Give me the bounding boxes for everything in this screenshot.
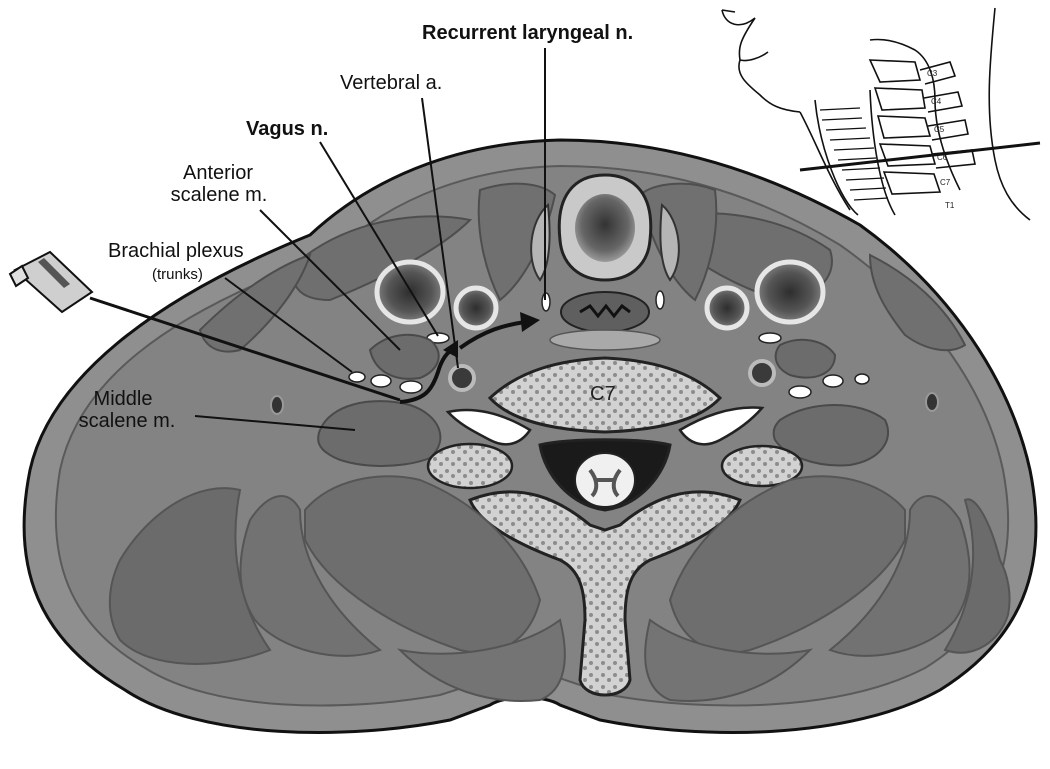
middle-scalene-left bbox=[317, 400, 442, 467]
external-jugular-left bbox=[270, 395, 284, 415]
strap-muscle-left bbox=[477, 182, 557, 302]
posterior-muscle-right-3 bbox=[943, 498, 1011, 654]
common-carotid-artery-left bbox=[453, 285, 499, 331]
posterior-muscle-right-4 bbox=[644, 618, 814, 702]
label-brachial-plexus: Brachial plexus bbox=[108, 240, 244, 262]
articular-process-right bbox=[720, 444, 804, 488]
brachial-plexus-trunk-3-left bbox=[399, 380, 423, 394]
c7-transverse-process-right bbox=[678, 406, 765, 446]
label-vertebral-artery: Vertebral a. bbox=[340, 72, 443, 94]
external-jugular-right bbox=[925, 392, 939, 412]
brachial-plexus-trunk-2-right bbox=[822, 374, 844, 388]
vertebral-artery-left bbox=[448, 364, 476, 392]
platysma-right bbox=[868, 253, 967, 352]
label-brachial-plexus-trunks: (trunks) bbox=[152, 266, 203, 283]
spinal-cord-grey-matter bbox=[588, 468, 622, 498]
needle bbox=[8, 250, 401, 402]
internal-jugular-vein-left bbox=[374, 259, 446, 325]
posterior-muscle-right-2 bbox=[828, 495, 971, 657]
brachial-plexus-trunk-1-right bbox=[788, 385, 812, 399]
posterior-muscle-left-1 bbox=[304, 475, 542, 654]
trachea-lumen bbox=[575, 194, 635, 262]
posterior-muscle-right-1 bbox=[668, 475, 906, 654]
vertebral-artery-right bbox=[748, 359, 776, 387]
label-anterior-scalene-line1: Anterior bbox=[182, 162, 254, 184]
sternocleidomastoid-left bbox=[293, 215, 473, 302]
brachial-plexus-trunk-1-left bbox=[348, 371, 366, 383]
esophagus bbox=[560, 291, 650, 333]
leader-lines bbox=[194, 48, 546, 431]
internal-jugular-vein-right bbox=[754, 259, 826, 325]
posterior-muscle-left-3 bbox=[108, 487, 272, 665]
label-c7-vertebra: C7 bbox=[590, 383, 616, 405]
recurrent-laryngeal-nerve-right bbox=[655, 290, 665, 310]
anterior-scalene-left bbox=[368, 333, 440, 380]
brachial-plexus-trunk-2-left bbox=[370, 374, 392, 388]
c7-transverse-process-left bbox=[445, 408, 532, 446]
arrowhead-2 bbox=[520, 312, 540, 332]
inset-level-c4: C4 bbox=[931, 97, 942, 106]
esophagus-lumen bbox=[579, 303, 631, 319]
label-middle-scalene-line2: scalene m. bbox=[78, 410, 176, 432]
label-recurrent-laryngeal-nerve: Recurrent laryngeal n. bbox=[422, 22, 634, 44]
inset-level-c3: C3 bbox=[927, 69, 938, 78]
section-plane-line bbox=[799, 141, 1041, 172]
label-middle-scalene-line1: Middle bbox=[93, 388, 153, 410]
vagus-nerve-right bbox=[758, 332, 782, 344]
inset-level-c7: C7 bbox=[940, 178, 951, 187]
common-carotid-artery-right bbox=[704, 285, 750, 331]
injectate-spread-arrow-1 bbox=[399, 348, 454, 404]
middle-scalene-right bbox=[772, 404, 890, 467]
thyroid-right bbox=[659, 203, 680, 282]
brachial-plexus-trunk-3-right bbox=[854, 373, 870, 385]
c7-vertebral-body bbox=[487, 356, 723, 434]
inset-level-t1: T1 bbox=[945, 201, 955, 210]
articular-process-left bbox=[426, 442, 514, 490]
label-vagus-nerve: Vagus n. bbox=[246, 118, 329, 140]
anterior-scalene-right bbox=[774, 338, 837, 379]
inset-level-c6: C6 bbox=[937, 153, 948, 162]
injectate-spread-arrow-2 bbox=[458, 320, 526, 350]
label-anterior-scalene-line2: scalene m. bbox=[170, 184, 268, 206]
posterior-muscle-left-4 bbox=[396, 618, 566, 702]
inset-level-c5: C5 bbox=[934, 125, 945, 134]
platysma-left bbox=[198, 253, 312, 353]
lamina-and-spinous-process bbox=[468, 490, 742, 697]
prevertebral-fascia bbox=[549, 329, 661, 351]
